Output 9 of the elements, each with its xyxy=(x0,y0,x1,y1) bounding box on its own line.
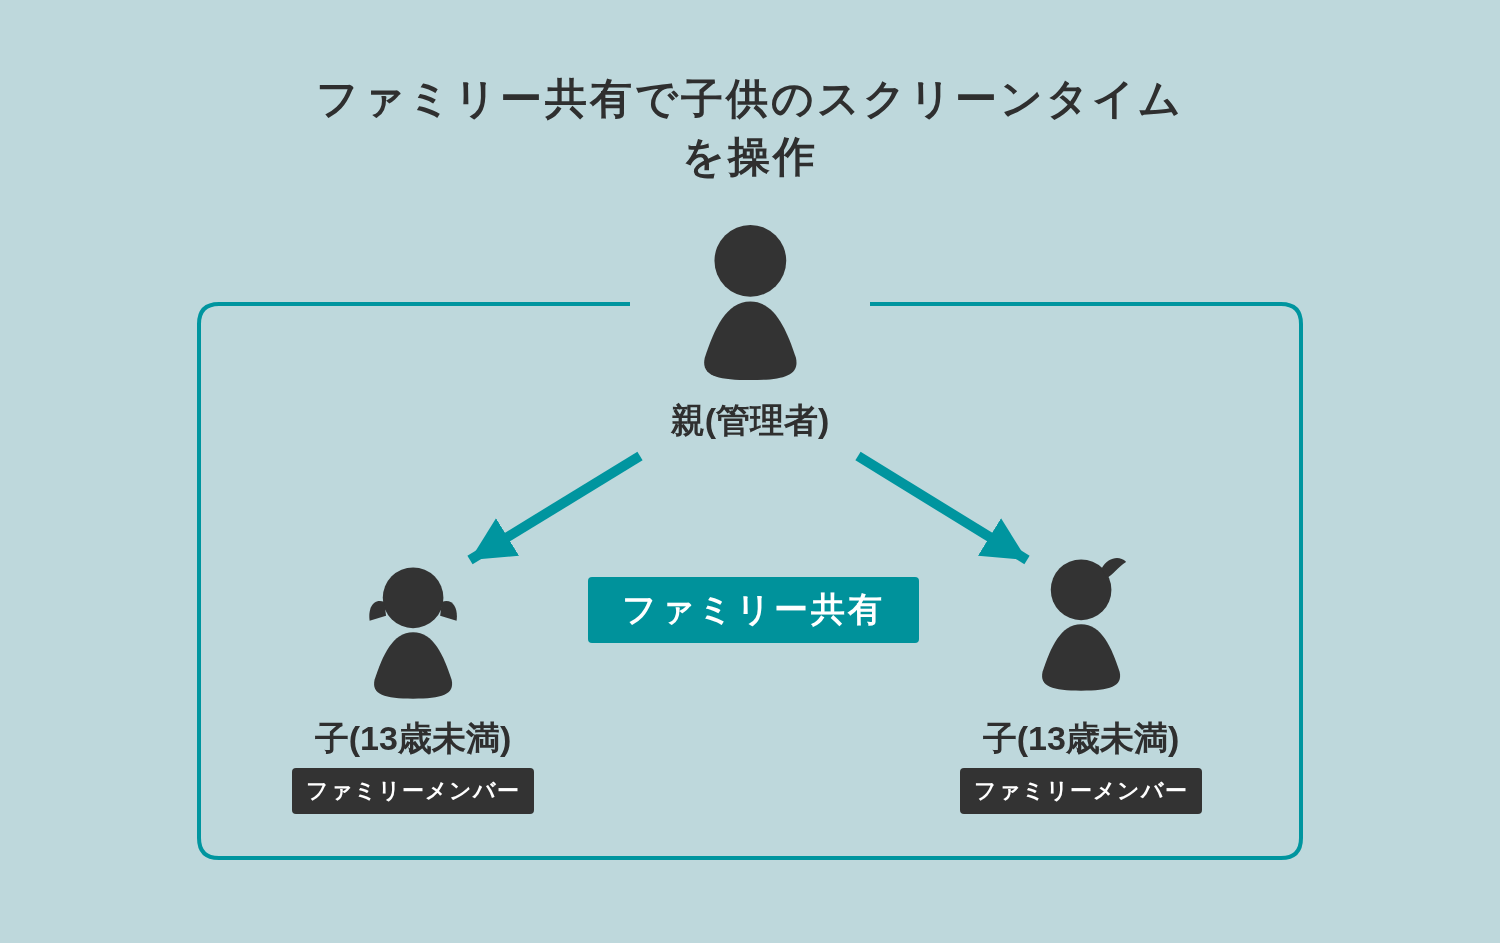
person-label: 親(管理者) xyxy=(669,400,831,441)
arrow xyxy=(855,451,1030,565)
arrow xyxy=(467,451,643,565)
title: ファミリー共有で子供のスクリーンタイムを操作 xyxy=(315,74,1185,182)
role-tag: ファミリーメンバー xyxy=(960,768,1202,814)
group-label: ファミリー共有 xyxy=(588,577,919,643)
person-label: 子(13歳未満) xyxy=(981,718,1181,759)
person-label: 子(13歳未満) xyxy=(313,718,513,759)
role-tag: ファミリーメンバー xyxy=(292,768,534,814)
